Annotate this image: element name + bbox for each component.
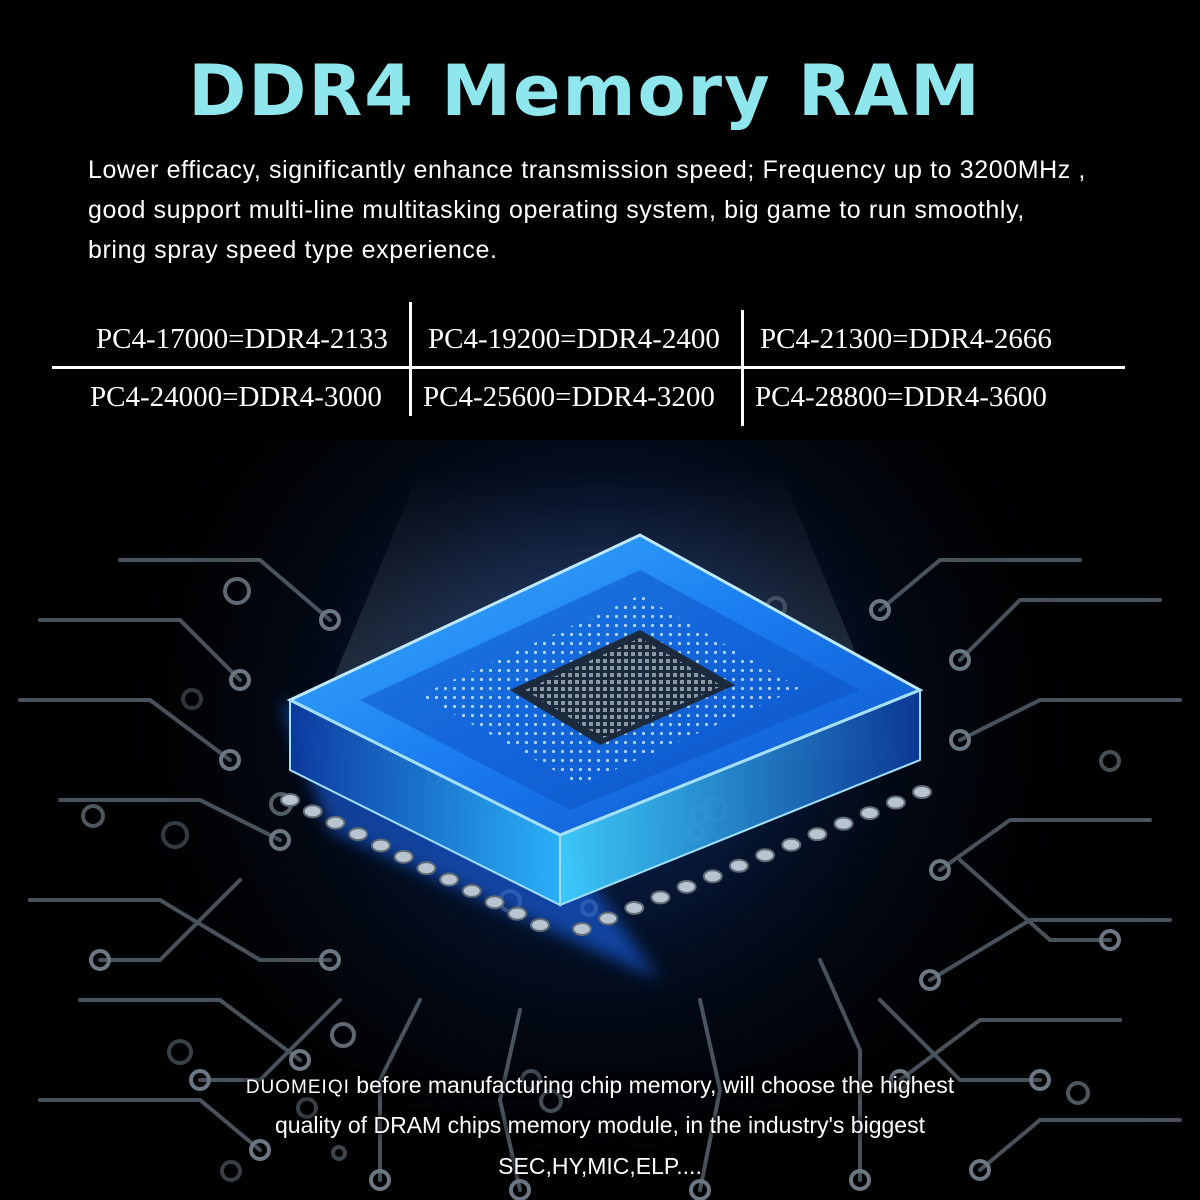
description-line: Lower efficacy, significantly enhance tr… — [88, 156, 1086, 184]
glowing-cpu-chip-icon — [0, 440, 1200, 1200]
speed-table-row: PC4-17000=DDR4-2133 PC4-19200=DDR4-2400 … — [0, 315, 1200, 365]
speed-table-cell: PC4-21300=DDR4-2666 — [760, 323, 1052, 355]
speed-table-divider — [52, 366, 1125, 369]
brand-name: DUOMEIQI — [245, 1077, 350, 1098]
speed-table-cell: PC4-24000=DDR4-3000 — [90, 381, 382, 413]
description-line: bring spray speed type experience. — [88, 236, 498, 264]
speed-table-column-divider — [741, 310, 744, 426]
footer-text: before manufacturing chip memory, will c… — [349, 1072, 955, 1098]
speed-table-column-divider — [409, 302, 412, 416]
speed-table-cell: PC4-19200=DDR4-2400 — [428, 323, 720, 355]
speed-table-cell: PC4-28800=DDR4-3600 — [755, 381, 1047, 413]
product-description: Lower efficacy, significantly enhance tr… — [88, 150, 1188, 270]
speed-table-cell: PC4-25600=DDR4-3200 — [423, 381, 715, 413]
speed-table-cell: PC4-17000=DDR4-2133 — [96, 323, 388, 355]
footer-line-3: SEC,HY,MIC,ELP.... — [498, 1153, 702, 1179]
footer-line-1: DUOMEIQI before manufacturing chip memor… — [0, 1072, 1200, 1099]
page-title: DDR4 Memory RAM — [188, 50, 982, 132]
footer-line-2: quality of DRAM chips memory module, in … — [275, 1112, 925, 1138]
description-line: good support multi-line multitasking ope… — [88, 196, 1025, 224]
speed-table-row: PC4-24000=DDR4-3000 PC4-25600=DDR4-3200 … — [0, 373, 1200, 423]
